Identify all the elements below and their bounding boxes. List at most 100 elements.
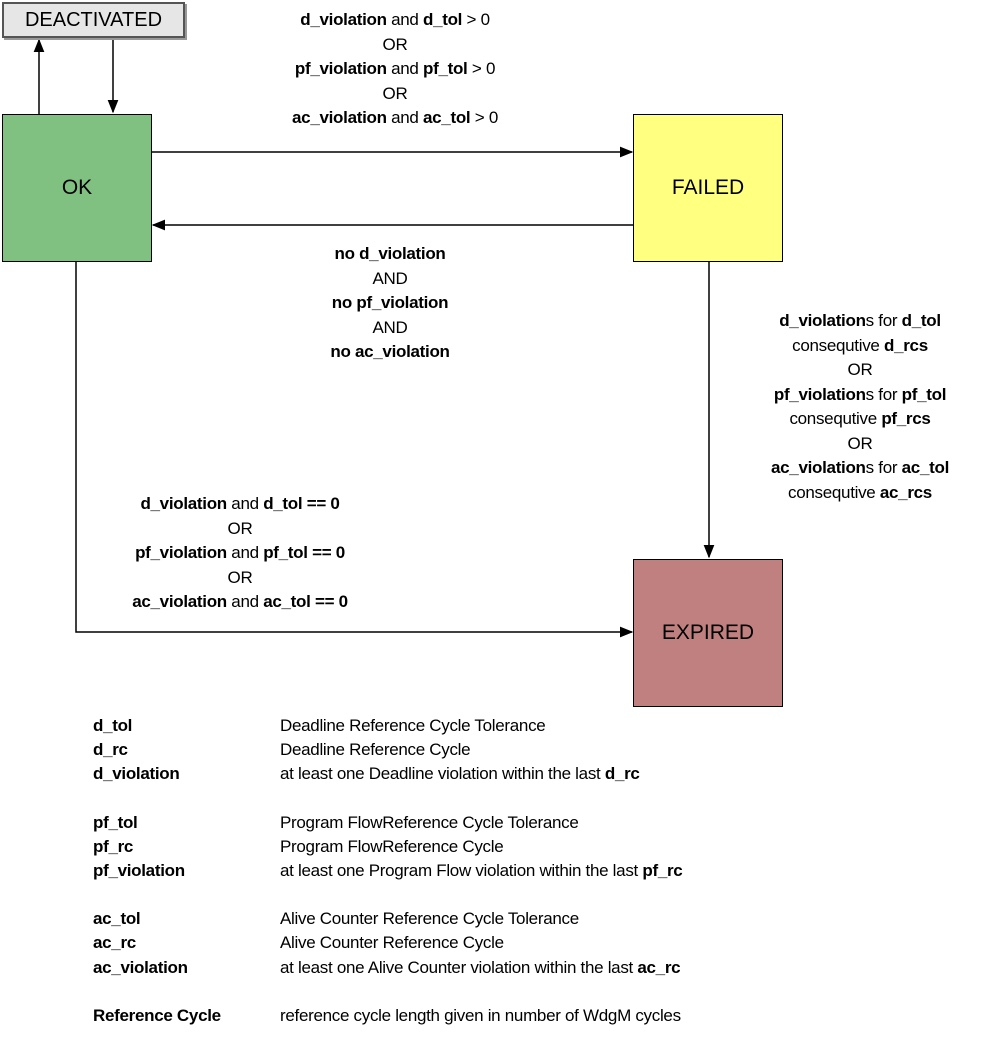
legend-term: ac_tol [93,909,141,929]
condition-part: pf_tol [263,543,308,562]
condition-part: ac_tol [263,592,311,611]
legend-term: Reference Cycle [93,1005,221,1025]
legend-description: Program FlowReference Cycle Tolerance [280,813,579,833]
condition-part: and [226,543,264,562]
legend-term: ac_rc [93,933,136,953]
legend-description-part: Deadline Reference Cycle [280,740,471,760]
condition-line: ac_violation and ac_tol == 0 [85,590,395,615]
condition-part: d_tol [423,10,463,29]
state-deactivated: DEACTIVATED [2,2,185,38]
condition-part: s for [865,458,902,477]
condition-line: OR [240,33,550,58]
condition-line: consequtive ac_rcs [725,481,981,506]
condition-line: OR [240,82,550,107]
condition-part: d_tol [901,311,941,330]
legend-description: at least one Deadline violation within t… [280,764,640,784]
condition-part: ac_violation [132,592,227,611]
condition-part: OR [227,567,253,587]
legend-description-part: reference cycle length given in number o… [280,1005,681,1025]
condition-part: pf_rcs [881,409,931,428]
condition-part: s for [865,311,902,330]
legend-description: Program FlowReference Cycle [280,836,504,857]
legend-term: ac_violation [93,957,188,977]
condition-line: OR [85,566,395,591]
condition-part: and [386,108,423,127]
condition-part: > 0 [470,108,499,127]
condition-part: ac_rcs [879,482,932,502]
condition-part: pf_violation [294,59,387,78]
legend-term: d_tol [93,716,133,735]
condition-line: OR [725,432,981,457]
condition-part: OR [227,518,253,538]
condition-part: pf_tol [423,59,468,78]
condition-line: d_violations for d_tol [725,309,981,334]
legend-term: d_rc [93,740,128,760]
condition-part: > 0 [462,10,491,29]
condition-part: OR [382,83,408,103]
condition-part: consequtive [788,482,880,502]
condition-line: d_violation and d_tol == 0 [85,492,395,517]
condition-part: d_violation [140,494,227,513]
legend-term: pf_violation [93,860,185,880]
condition-line: no pf_violation [300,291,480,316]
condition-part: consequtive [792,335,884,355]
legend-description-part: Program FlowReference Cycle Tolerance [280,812,579,832]
condition-line: AND [300,267,480,292]
condition-part: AND [372,317,408,337]
condition-part: pf_tol [901,384,947,404]
legend-term: d_violation [93,764,180,784]
condition-part: no d_violation [334,244,446,263]
condition-part: d_violation [779,311,866,330]
condition-part: > 0 [467,59,496,78]
condition-part: d_tol [263,494,303,513]
condition-line: ac_violations for ac_tol [725,456,981,481]
legend-description: Deadline Reference Cycle Tolerance [280,716,546,736]
legend-description-part: ac_rc [637,957,681,977]
condition-part: pf_violation [135,543,227,562]
condition-part: and [386,59,423,78]
condition-part: no ac_violation [330,342,450,361]
legend-description-part: Alive Counter Reference Cycle [280,933,504,953]
condition-part: OR [382,34,408,54]
condition-part: d_violation [300,10,387,29]
legend-description-part: Alive Counter Reference Cycle Tolerance [280,909,579,929]
legend-term: pf_tol [93,812,138,832]
legend-term: pf_rc [93,836,134,856]
legend-description-part: Program FlowReference Cycle [280,836,504,856]
condition-part: and [226,592,264,611]
condition-part: ac_tol [901,458,950,477]
condition-part: ac_violation [292,108,387,127]
condition-line: d_violation and d_tol > 0 [240,8,550,33]
condition-part: OR [847,360,873,379]
condition-part: == 0 [307,543,345,562]
legend-description: reference cycle length given in number o… [280,1006,681,1026]
condition-part: pf_violation [773,384,866,404]
legend-description-part: at least one Deadline violation within t… [280,764,605,784]
condition-line: pf_violations for pf_tol [725,383,981,408]
condition-line: OR [725,358,981,383]
condition-part: d_rcs [883,335,928,355]
condition-part: OR [847,433,873,453]
condition-line: ac_violation and ac_tol > 0 [240,106,550,131]
condition-line: pf_violation and pf_tol == 0 [85,541,395,566]
condition-part: s for [865,384,902,404]
legend-description: at least one Program Flow violation with… [280,860,683,881]
condition-part: == 0 [310,592,348,611]
condition-part: ac_tol [423,108,471,127]
condition-line: OR [85,517,395,542]
legend-description-part: d_rc [604,764,640,784]
legend-description-part: at least one Program Flow violation with… [280,860,643,880]
condition-part: and [386,10,423,29]
condition-line: pf_violation and pf_tol > 0 [240,57,550,82]
condition-line: AND [300,316,480,341]
condition-part: AND [372,268,408,288]
legend-description: Deadline Reference Cycle [280,740,471,760]
condition-part: ac_violation [770,458,866,477]
state-expired: EXPIRED [633,559,783,707]
state-failed: FAILED [633,114,783,262]
legend-description-part: at least one Alive Counter violation wit… [280,957,638,977]
legend-description: Alive Counter Reference Cycle Tolerance [280,909,579,929]
